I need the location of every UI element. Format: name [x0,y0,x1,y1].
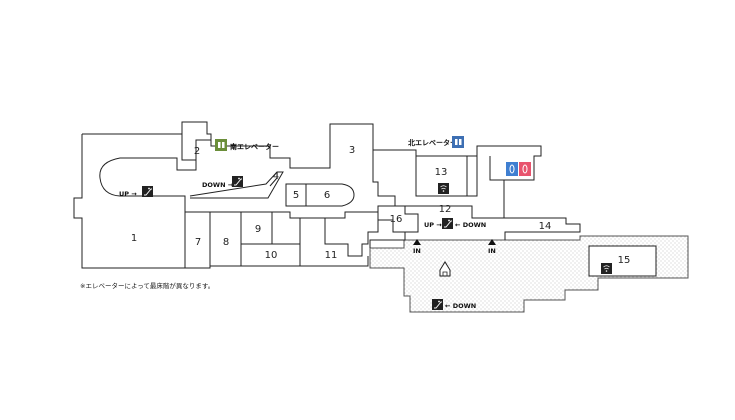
escalator-up-down-right[interactable]: UP → ← DOWN [424,218,486,229]
south-elevator-marker[interactable]: 南エレベーター [215,139,279,151]
escalator-label: ← DOWN [455,221,486,229]
entrance-arrow-icon [488,239,496,245]
entrance-arrow-icon [413,239,421,245]
shrine-icon [439,261,451,277]
restroom-male-icon [506,162,518,176]
escalator-label: ← DOWN [445,302,476,310]
room-number-3: 3 [349,145,355,156]
escalator-up-left[interactable]: UP → [119,186,153,198]
room-number-16: 16 [390,214,403,225]
room-number-10: 10 [265,250,278,261]
entrance-label: IN [488,247,496,255]
building-outline [82,121,406,248]
escalator-icon [442,218,453,229]
elevator-icon [215,139,227,151]
room-number-13: 13 [435,167,448,178]
elevator-note: ※エレベーターによって最床階が異なります。 [80,281,214,290]
room-number-11: 11 [325,250,338,261]
escalator-label: DOWN → [202,181,234,189]
escalator-icon [142,186,153,197]
escalator-icon [432,299,443,310]
restrooms [506,162,531,176]
escalator-label: UP → [119,190,137,198]
room-number-4: 4 [273,171,279,182]
room-5-6-block [285,183,355,207]
room-number-6: 6 [324,190,330,201]
restroom-female-icon [519,162,531,176]
escalator-label: UP → [424,221,442,229]
escalator-down-mid[interactable]: DOWN → [202,176,243,189]
south-elevator-label: 南エレベーター [230,142,279,151]
wifi-icon [438,183,449,194]
escalator-icon [232,176,243,187]
room-number-15: 15 [618,255,631,266]
entrance-left[interactable]: IN [413,239,421,255]
room-number-2: 2 [194,146,200,157]
room-number-7: 7 [195,237,201,248]
room-number-14: 14 [539,221,552,232]
north-elevator-marker[interactable]: 北エレベーター [408,136,464,148]
entrance-right[interactable]: IN [488,239,496,255]
upper-middle-wing [210,123,581,240]
room-number-9: 9 [255,224,261,235]
wifi-icon [601,263,612,274]
room-number-5: 5 [293,190,299,201]
north-elevator-label: 北エレベーター [408,138,457,147]
room-number-8: 8 [223,237,229,248]
elevator-icon [452,136,464,148]
escalator-down-bottom[interactable]: ← DOWN [432,299,476,310]
room-number-1: 1 [131,233,137,244]
room-number-12: 12 [439,204,452,215]
entrance-label: IN [413,247,421,255]
room-15-box [588,245,657,277]
